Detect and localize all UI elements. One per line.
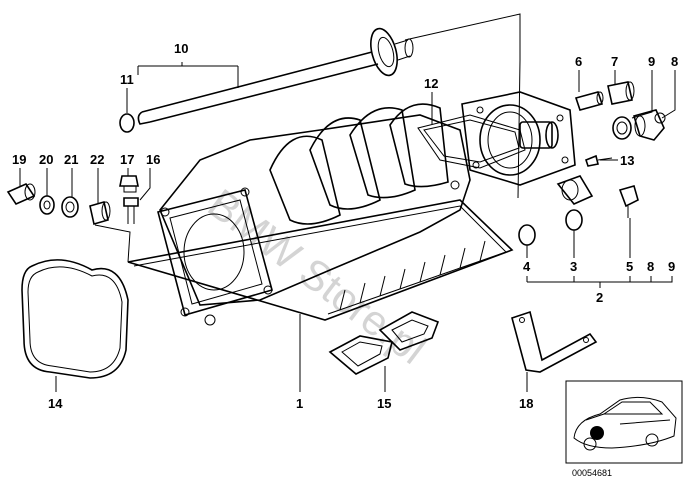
label-1: 1 — [296, 396, 303, 411]
label-12: 12 — [424, 76, 438, 91]
label-7: 7 — [611, 54, 618, 69]
leader-lines — [19, 13, 676, 392]
label-16: 16 — [146, 152, 160, 167]
label-10: 10 — [174, 41, 188, 56]
label-17: 17 — [120, 152, 134, 167]
label-15: 15 — [377, 396, 391, 411]
label-3: 3 — [570, 259, 577, 274]
label-6: 6 — [575, 54, 582, 69]
label-18: 18 — [519, 396, 533, 411]
part-16-stud — [123, 197, 139, 224]
label-21: 21 — [64, 152, 78, 167]
part-3-ring — [565, 209, 583, 231]
part-7-cap — [607, 81, 635, 105]
part-9-ring — [612, 116, 632, 140]
part-22-sleeve — [89, 200, 111, 226]
part-6-sleeve — [574, 91, 604, 111]
part-11-ring — [119, 113, 135, 133]
part-17-nut — [119, 175, 139, 193]
label-4: 4 — [523, 259, 531, 274]
label-8-top: 8 — [671, 54, 678, 69]
label-20: 20 — [39, 152, 53, 167]
part-15-gaskets — [328, 311, 440, 375]
part-5-valve — [618, 185, 639, 218]
label-22: 22 — [90, 152, 104, 167]
label-5: 5 — [626, 259, 633, 274]
part-10-tube — [137, 27, 414, 125]
label-2: 2 — [596, 290, 603, 305]
part-13-bolt — [585, 154, 613, 167]
part-4-ring — [518, 224, 536, 246]
label-19: 19 — [12, 152, 26, 167]
label-9-top: 9 — [648, 54, 655, 69]
label-13: 13 — [620, 153, 634, 168]
label-11: 11 — [120, 72, 134, 87]
label-9-bottom: 9 — [668, 259, 675, 274]
car-location-inset — [565, 380, 683, 464]
part-19-plug — [6, 182, 36, 206]
part-18-bracket — [511, 310, 598, 373]
part-20-washer — [39, 195, 55, 215]
reference-code: 00054681 — [572, 468, 612, 478]
part-8-elbow — [632, 109, 666, 141]
part-21-washer — [61, 196, 79, 218]
part-8-fitting — [556, 175, 594, 205]
part-12-gasket — [417, 114, 526, 169]
watermark-text: BMW Store.pl — [200, 180, 435, 373]
part-14-gasket — [21, 259, 129, 379]
label-14: 14 — [48, 396, 63, 411]
location-marker-icon — [590, 426, 604, 440]
part-1-intake-manifold — [127, 103, 514, 326]
label-8-bottom: 8 — [647, 259, 654, 274]
